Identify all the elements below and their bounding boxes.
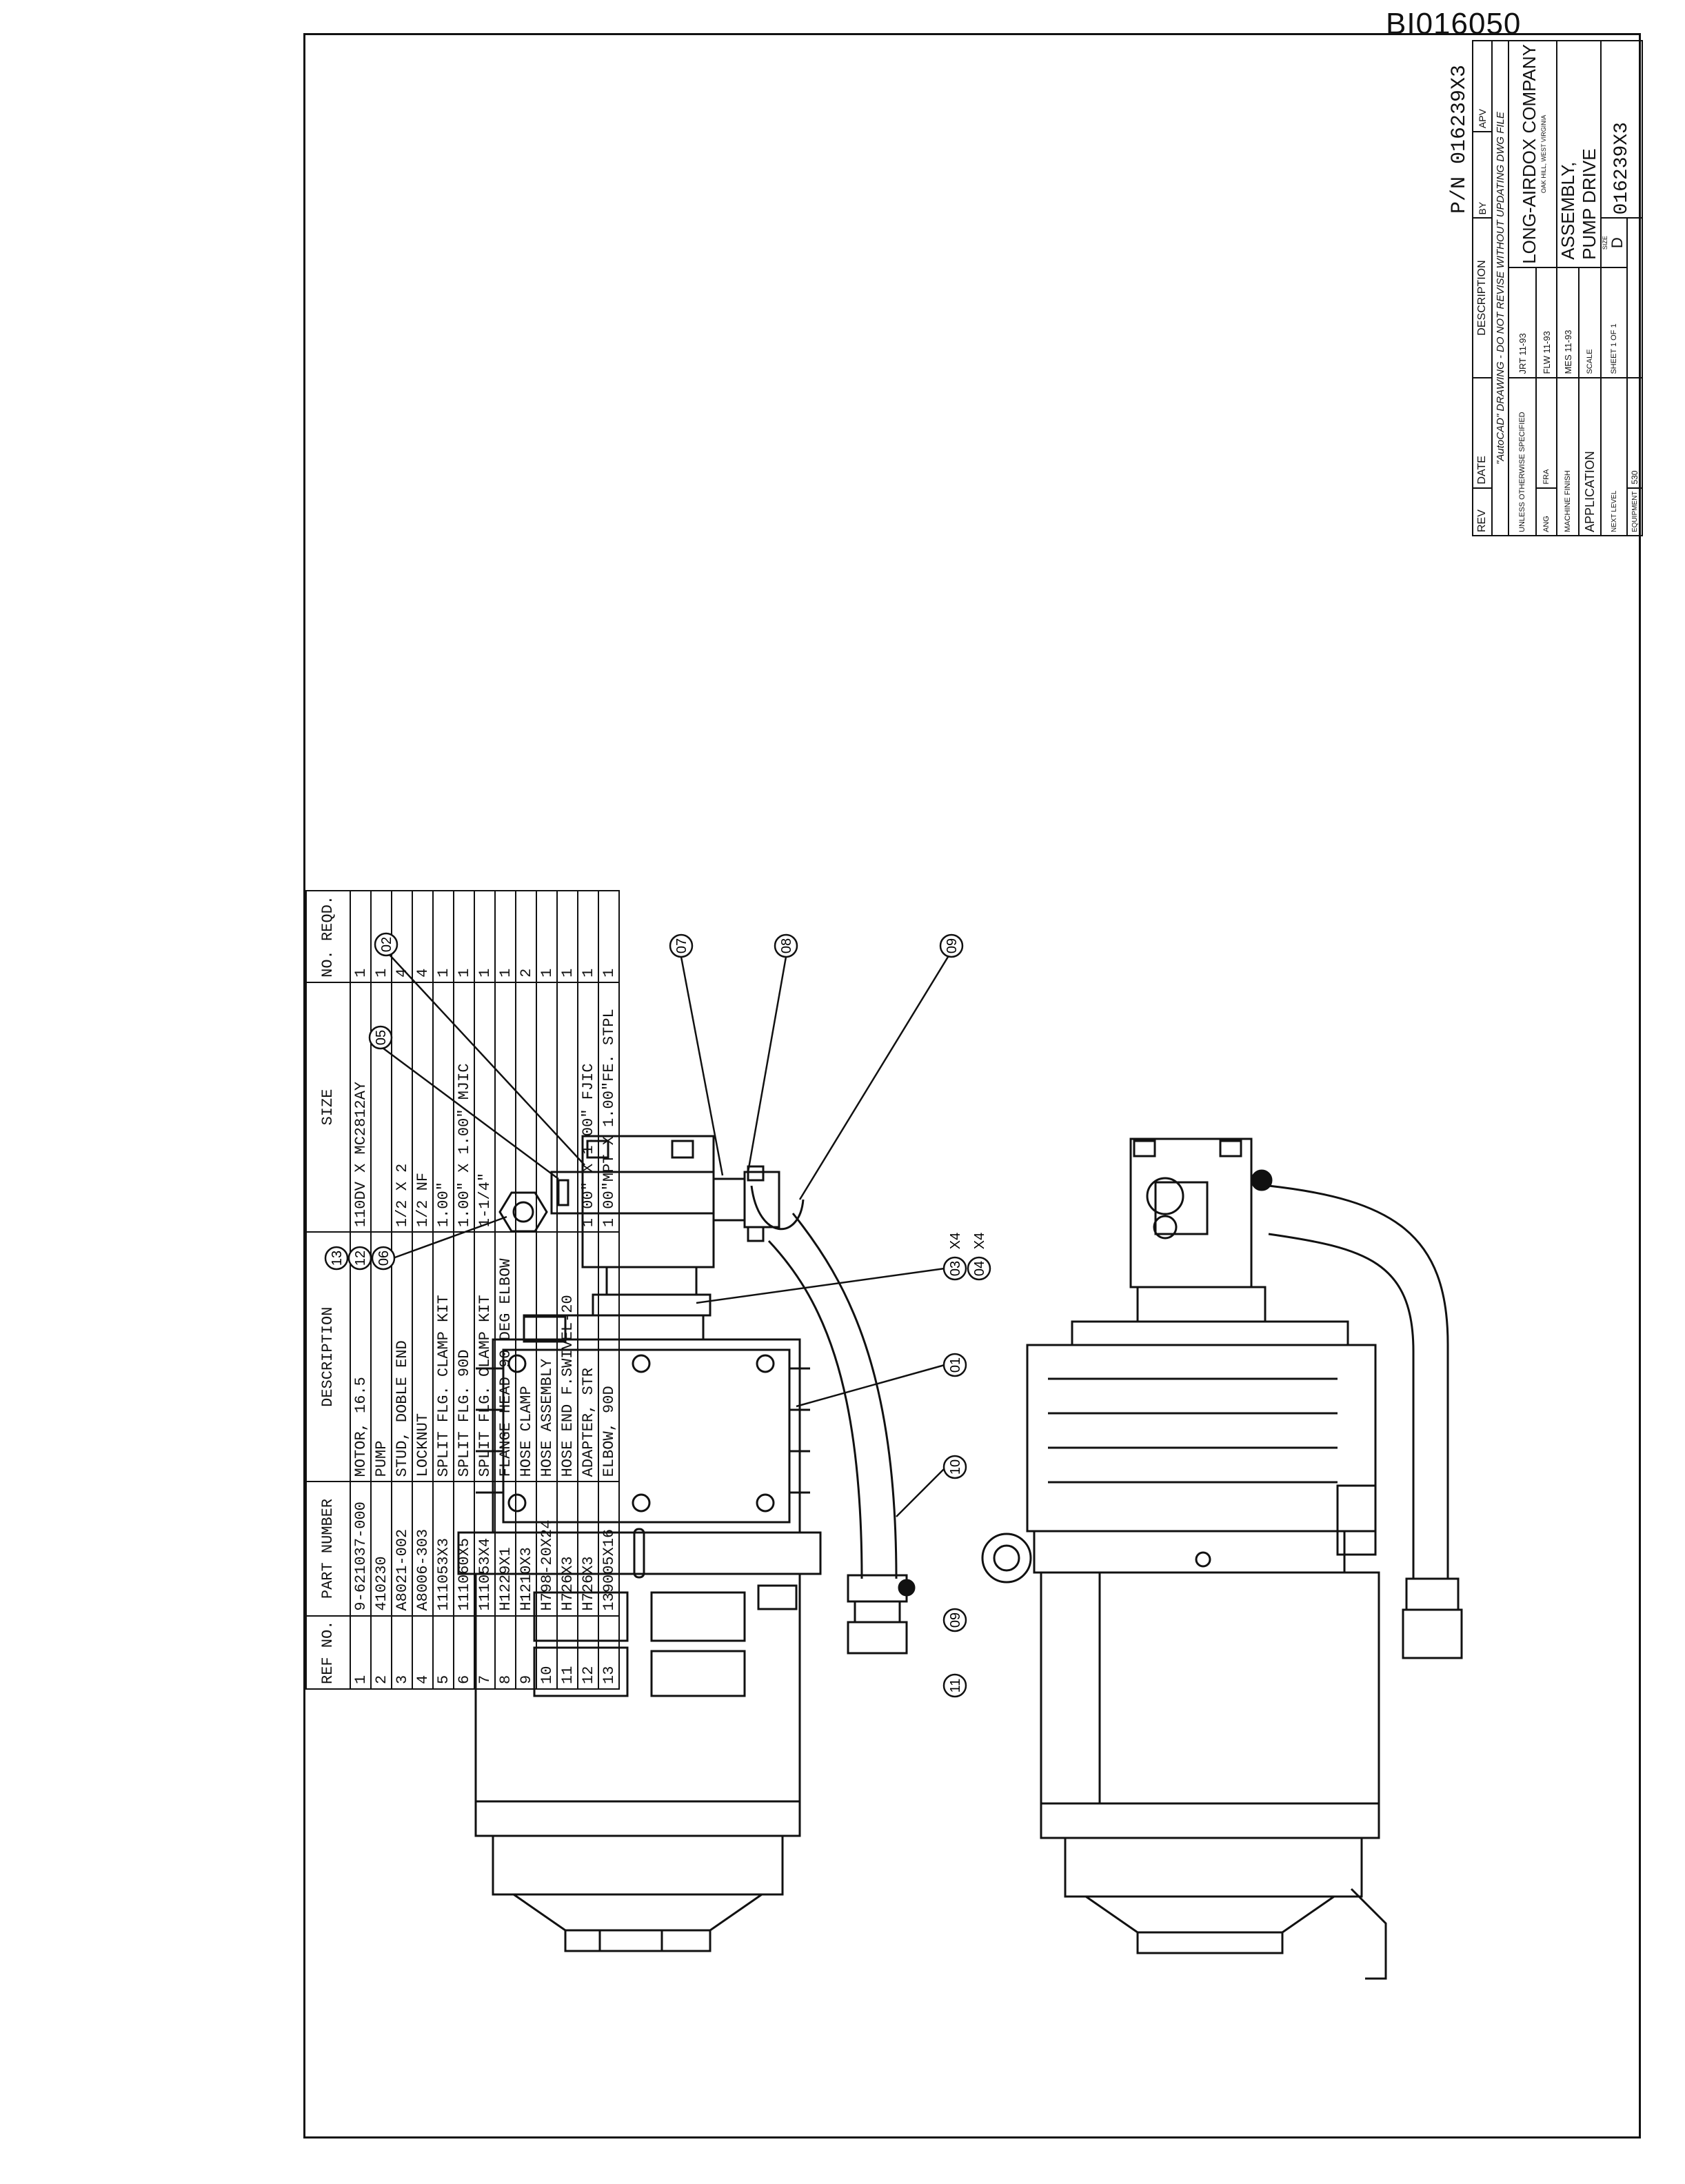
callout-label: 08 (779, 938, 794, 953)
callout-07: 07 (669, 933, 694, 958)
hose-end (847, 1574, 908, 1603)
drawing-frame (303, 33, 1641, 2138)
callout-label: 04 (972, 1261, 987, 1276)
callout-06: 06 (371, 1246, 396, 1271)
callout-label: 07 (674, 938, 689, 953)
callout-label: X4 (948, 1233, 963, 1249)
callout-05: 05 (368, 1025, 393, 1050)
hose (791, 1213, 898, 1579)
motor-upper-housing-right (1026, 1344, 1377, 1533)
callout-11: 11 (942, 1673, 967, 1698)
motor-upper-housing (492, 1338, 801, 1534)
callout-label: 09 (945, 938, 960, 953)
motor-main-body (474, 1573, 801, 1803)
callout-12: 12 (347, 1246, 372, 1271)
callout-09-top: 09 (939, 933, 964, 958)
callout-label: 06 (376, 1251, 392, 1266)
callout-13: 13 (324, 1246, 349, 1271)
callout-10: 10 (942, 1455, 967, 1479)
callout-03: 03 X4 (942, 1233, 967, 1281)
callout-02: 02 (374, 932, 398, 957)
callout-label: 02 (379, 937, 394, 952)
callout-label: 10 (948, 1459, 963, 1475)
callout-label: 09 (948, 1612, 963, 1628)
leader-lines (382, 954, 949, 1517)
callout-01: 01 (942, 1353, 967, 1377)
callout-label: 03 (948, 1261, 963, 1276)
right-view (981, 1138, 1463, 1980)
callout-label: 13 (330, 1251, 345, 1266)
callout-label: 11 (948, 1679, 963, 1693)
callout-label: 12 (353, 1251, 368, 1266)
callout-label: 05 (374, 1030, 389, 1045)
callout-08: 08 (774, 933, 798, 958)
lifting-eye (981, 1533, 1032, 1584)
callout-label: X4 (972, 1233, 987, 1249)
pump-end-view (1129, 1138, 1253, 1288)
callout-04: 04 X4 (967, 1233, 991, 1281)
callout-09-bottom: 09 (942, 1608, 967, 1632)
elbow-nut (498, 1191, 548, 1233)
callout-label: 01 (948, 1357, 963, 1373)
hose-right (1268, 1184, 1449, 1579)
left-view (457, 1135, 916, 1952)
